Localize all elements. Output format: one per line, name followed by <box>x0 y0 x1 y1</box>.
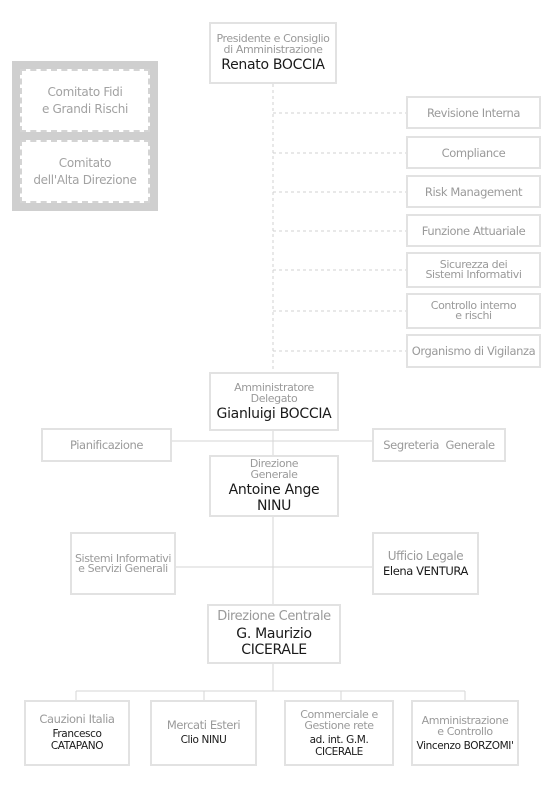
dept-mercati-esteri: Mercati Esteri Clio NINU <box>150 700 257 766</box>
ceo-name: Gianluigi BOCCIA <box>216 405 332 422</box>
ufficio-legale-box: Ufficio Legale Elena VENTURA <box>372 532 479 595</box>
control-risk-management: Risk Management <box>406 175 541 208</box>
dept-cauzioni-title: Cauzioni Italia <box>39 712 115 726</box>
sistemi-line1: Sistemi Informativi <box>74 551 172 565</box>
segreteria-label: Segreteria Generale <box>383 438 495 452</box>
dg-title-line1: Direzione <box>249 457 299 470</box>
dc-name: G. Maurizio CICERALE <box>236 626 312 658</box>
direzione-generale-box: Direzione Generale Antoine Ange NINU <box>209 455 339 517</box>
control-attuariale-label: Funzione Attuariale <box>421 223 526 238</box>
president-title-line1: Presidente e Consiglio <box>216 32 330 45</box>
president-name: Renato BOCCIA <box>221 57 325 73</box>
dc-title: Direzione Centrale <box>217 609 331 624</box>
dept-commerciale-title-line1: Commerciale e <box>300 707 378 721</box>
dept-cauzioni-italia: Cauzioni Italia Francesco CATAPANO <box>24 700 130 766</box>
dept-mercati-title: Mercati Esteri <box>166 718 241 732</box>
dept-mercati-name: Clio NINU <box>180 734 227 746</box>
dg-name: Antoine Ange NINU <box>228 482 320 514</box>
president-title-line2: di Amministrazione <box>223 43 323 56</box>
legale-title: Ufficio Legale <box>387 548 464 563</box>
ceo-box: Amministratore Delegato Gianluigi BOCCIA <box>209 372 339 431</box>
control-controllo-line2: e rischi <box>455 309 492 322</box>
control-risk-label: Risk Management <box>424 184 523 199</box>
committees-panel: Comitato Fidi e Grandi Rischi Comitato d… <box>12 61 158 211</box>
control-funzione-attuariale: Funzione Attuariale <box>406 214 541 247</box>
segreteria-box: Segreteria Generale <box>372 428 506 462</box>
dept-amministrazione-title-line2: e Controllo <box>437 724 493 738</box>
committee-alta-line1: Comitato <box>58 155 112 170</box>
control-organismo-label: Organismo di Vigilanza <box>411 344 536 358</box>
legale-name: Elena VENTURA <box>383 563 468 578</box>
committee-fidi-line2: e Grandi Rischi <box>41 101 129 116</box>
dept-commerciale-name: ad. int. G.M. CICERALE <box>309 733 369 758</box>
dg-title-line2: Generale <box>250 468 298 481</box>
pianificazione-box: Pianificazione <box>41 428 172 462</box>
control-revisione-label: Revisione Interna <box>426 105 521 120</box>
ceo-title-line2: Delegato <box>250 391 298 405</box>
control-controllo-interno: Controllo interno e rischi <box>406 293 541 329</box>
control-controllo-line1: Controllo interno <box>430 299 517 312</box>
control-sicurezza-sistemi: Sicurezza dei Sistemi Informativi <box>406 252 541 288</box>
dept-amministrazione-title-line1: Amministrazione <box>421 713 509 727</box>
control-sicurezza-line2: Sistemi Informativi <box>425 268 522 281</box>
control-sicurezza-line1: Sicurezza dei <box>439 258 508 271</box>
committee-alta-line2: dell'Alta Direzione <box>33 172 137 187</box>
control-revisione-interna: Revisione Interna <box>406 96 541 129</box>
control-compliance-label: Compliance <box>441 145 506 160</box>
dept-commerciale-title-line2: Gestione rete <box>304 718 374 732</box>
sistemi-line2: e Servizi Generali <box>78 561 168 575</box>
committee-fidi-line1: Comitato Fidi <box>47 84 123 99</box>
control-compliance: Compliance <box>406 136 541 169</box>
dept-cauzioni-name: Francesco CATAPANO <box>50 728 104 752</box>
committee-fidi-box: Comitato Fidi e Grandi Rischi <box>20 69 150 132</box>
sistemi-informativi-box: Sistemi Informativi e Servizi Generali <box>70 532 176 595</box>
dept-amministrazione-name: Vincenzo BORZOMI' <box>416 739 514 752</box>
ceo-title-line1: Amministratore <box>234 380 314 394</box>
direzione-centrale-box: Direzione Centrale G. Maurizio CICERALE <box>207 604 341 664</box>
pianificazione-label: Pianificazione <box>69 438 144 452</box>
committee-alta-direzione-box: Comitato dell'Alta Direzione <box>20 140 150 203</box>
president-box: Presidente e Consiglio di Amministrazion… <box>209 22 337 84</box>
dept-amministrazione: Amministrazione e Controllo Vincenzo BOR… <box>411 700 519 766</box>
control-organismo-vigilanza: Organismo di Vigilanza <box>406 334 541 368</box>
dept-commerciale: Commerciale e Gestione rete ad. int. G.M… <box>284 700 394 766</box>
